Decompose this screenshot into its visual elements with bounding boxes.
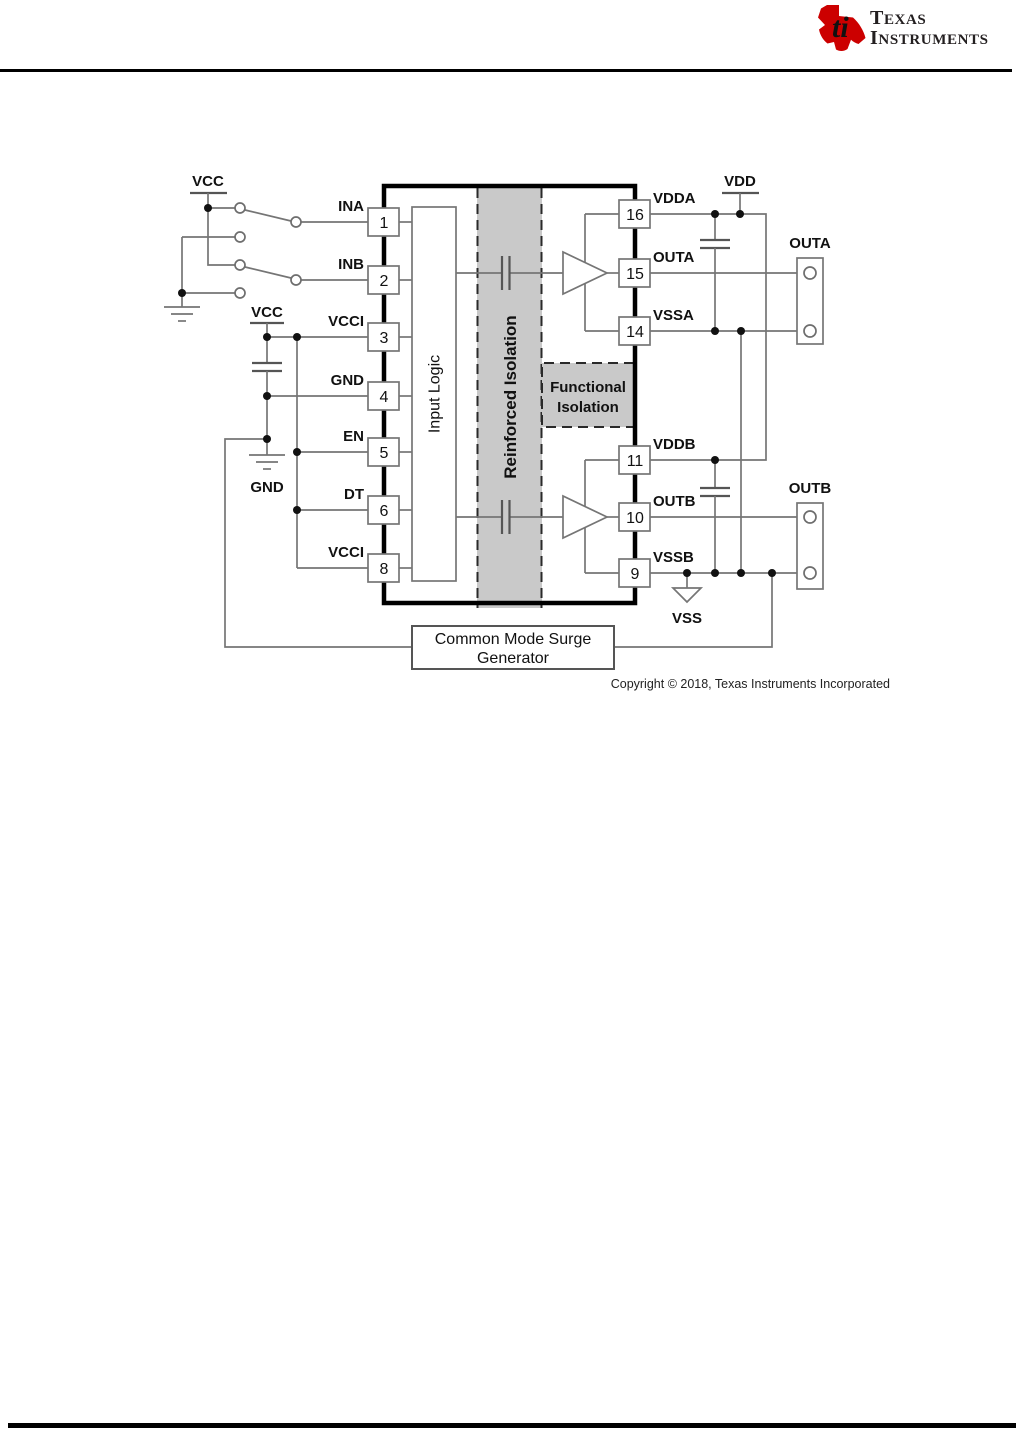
pin-label-vcci2: VCCI [328,544,364,561]
left-pin-boxes: 1 2 3 4 5 6 8 [367,207,400,583]
pin-number: 10 [626,510,644,527]
vss-label: VSS [672,610,702,627]
vcc-top-label: VCC [192,173,224,190]
functional-block-diagram: 1 2 3 4 5 6 8 16 15 14 11 10 9 [164,173,890,691]
surge-title-2: Generator [477,650,550,667]
ti-logo: ti TEXAS INSTRUMENTS [812,4,989,54]
pin-number: 8 [380,561,389,578]
pin-label-inb: INB [338,256,364,273]
pin-box [367,207,400,237]
pin-label-ina: INA [338,198,364,215]
outb-connector [796,502,824,590]
pin-label-vssb: VSSB [653,549,694,566]
brand-instruments: INSTRUMENTS [870,27,989,49]
vss-symbol [670,587,704,604]
pin-number: 3 [380,330,389,347]
header-rule [0,69,1012,72]
pin-number: 4 [380,389,389,406]
functional-isolation-title-1: Functional [550,379,626,396]
pin-box [618,199,651,229]
pin-box [618,502,651,532]
pin-number: 2 [380,273,389,290]
pin-box [618,316,651,346]
right-pin-boxes: 16 15 14 11 10 9 [618,199,651,588]
functional-isolation-title-2: Isolation [557,399,619,416]
pin-box [367,437,400,467]
gnd-label: GND [250,479,284,496]
functional-isolation-block [541,362,634,428]
pin-box [367,265,400,295]
vdd-label: VDD [724,173,756,190]
pin-labels: INA INB VCCI GND EN DT VCCI VDDA OUTA VS… [328,190,696,566]
pin-number: 11 [627,453,644,470]
pin-number: 15 [626,266,644,283]
pin-box [367,381,400,411]
brand-name: TEXAS INSTRUMENTS [870,9,989,49]
pin-box [367,495,400,525]
pin-box [618,445,651,475]
input-switches [234,202,302,299]
outb-connector-label: OUTB [789,480,832,497]
pin-label-dt: DT [344,486,364,503]
pin-number: 14 [626,324,644,341]
pin-box [618,258,651,288]
wires [164,191,804,648]
outa-connector-label: OUTA [789,235,831,252]
pin-number: 16 [626,207,644,224]
input-logic-title: Input Logic [427,355,444,433]
ti-bug-letters: ti [832,11,849,44]
pin-label-en: EN [343,428,364,445]
pin-box [367,553,400,583]
vcc-left-label: VCC [251,304,283,321]
pin-label-outb: OUTB [653,493,696,510]
pin-box [618,558,651,588]
pin-label-gnd: GND [331,372,365,389]
supply-labels: VCC VCC GND VDD VSS OUTA OUTB [192,173,831,627]
pin-number: 9 [631,566,640,583]
pin-label-vcci: VCCI [328,313,364,330]
surge-title-1: Common Mode Surge [435,631,592,648]
pin-number: 1 [380,215,389,232]
driver-a-buffer [562,250,609,296]
pin-box [367,322,400,352]
pin-label-outa: OUTA [653,249,695,266]
pin-number: 5 [380,445,389,462]
pin-label-vddb: VDDB [653,436,696,453]
brand-texas: TEXAS [870,7,927,29]
reinforced-isolation-title: Reinforced Isolation [501,315,520,478]
footer-rule [8,1423,1016,1428]
common-mode-surge-generator: Common Mode Surge Generator [411,625,615,670]
pin-label-vssa: VSSA [653,307,694,324]
driver-b-buffer [562,494,609,540]
outa-connector [796,257,824,345]
ti-bug-icon: ti [818,5,866,51]
junction-dots [178,204,776,577]
pin-label-vdda: VDDA [653,190,696,207]
pin-number: 6 [380,503,389,520]
copyright-notice: Copyright © 2018, Texas Instruments Inco… [611,677,890,691]
input-logic-block [411,206,457,582]
